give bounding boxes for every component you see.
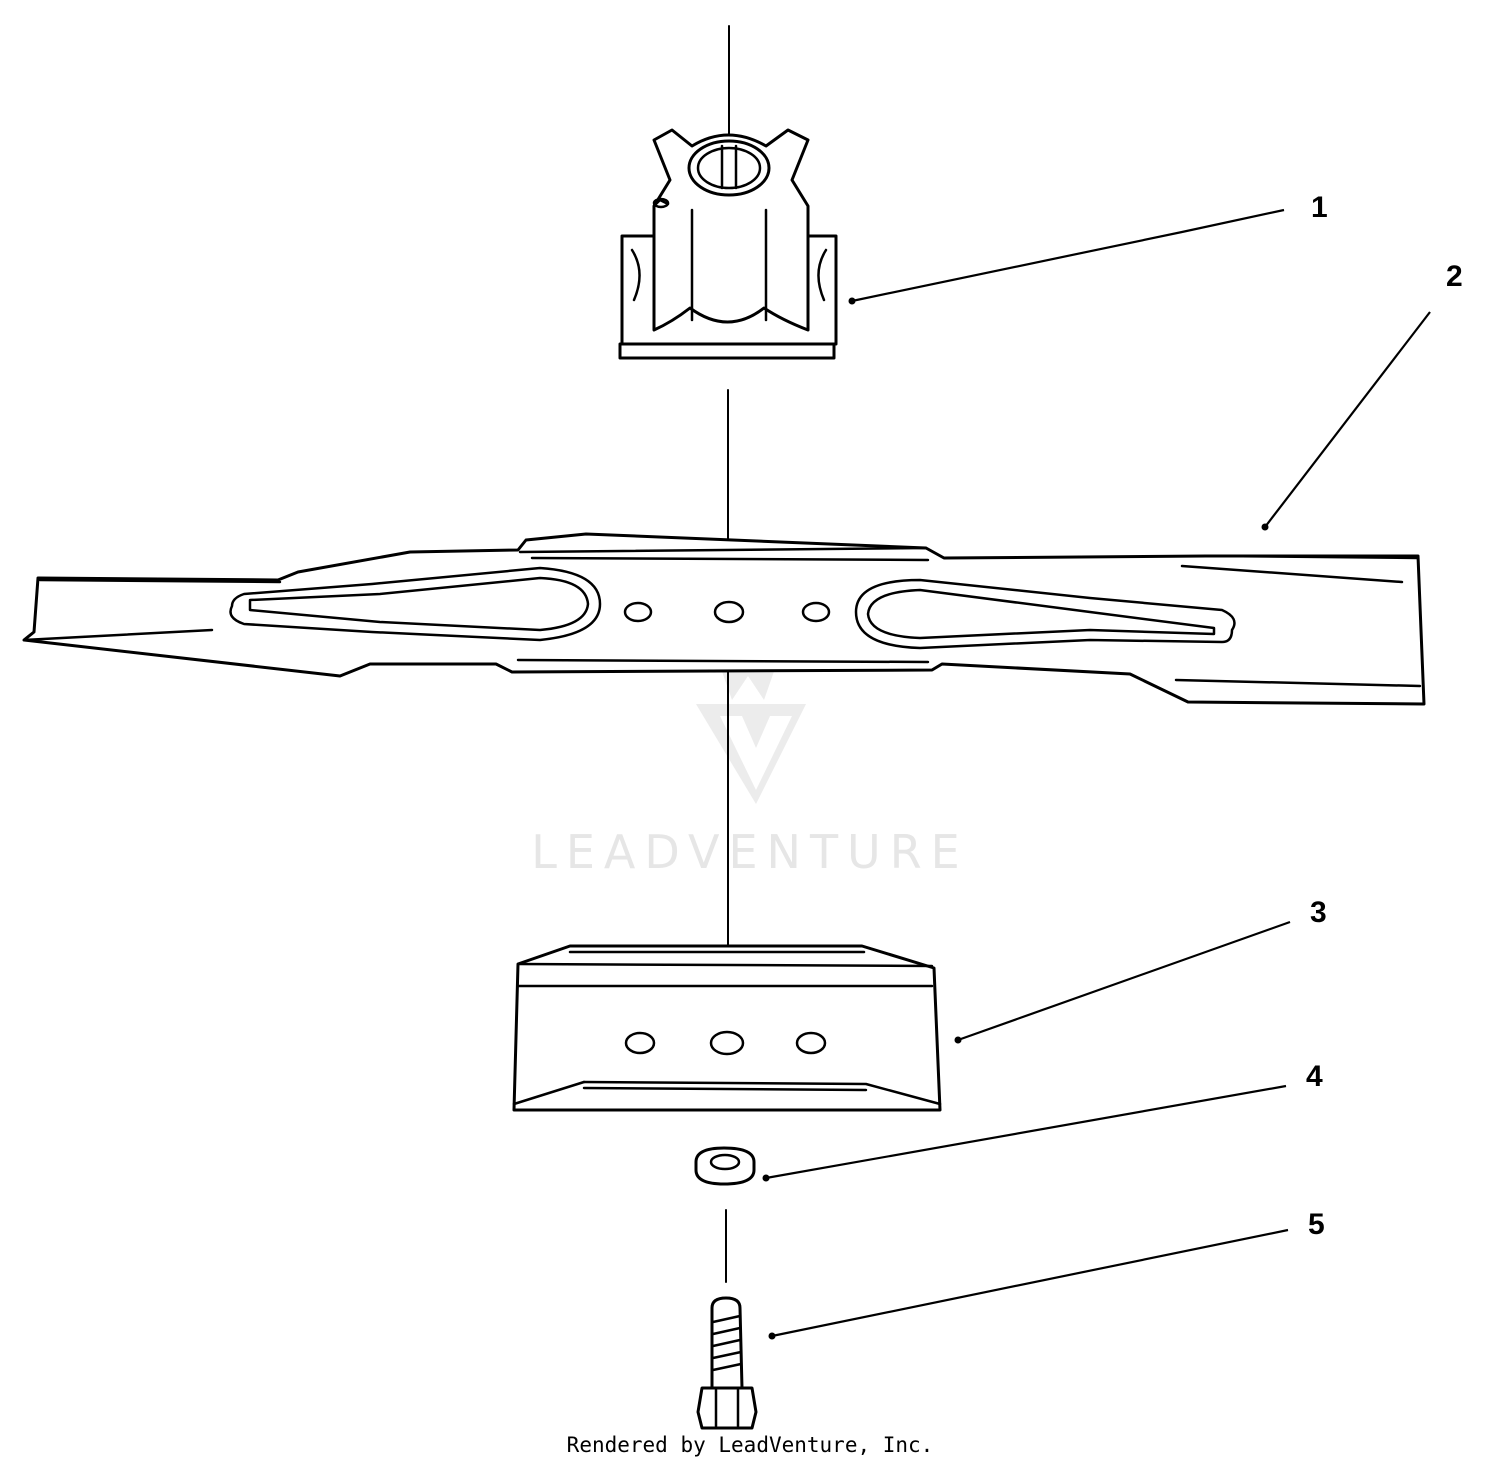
leader-3: [957, 920, 1291, 1042]
part-mower-blade: [22, 532, 1426, 706]
callout-2: 2: [1446, 260, 1463, 293]
callout-3: 3: [1310, 896, 1327, 929]
part-washer: [694, 1146, 756, 1186]
part-blade-adapter: [618, 128, 838, 360]
watermark: LEADVENTURE: [531, 622, 969, 879]
part-bolt: [696, 1296, 758, 1430]
credit-text: Rendered by LeadVenture, Inc.: [567, 1433, 934, 1457]
leader-5: [771, 1228, 1289, 1338]
leader-4: [765, 1084, 1287, 1180]
leaders: [762, 208, 1431, 1340]
callout-1: 1: [1311, 191, 1328, 224]
callout-labels: 1 2 3 4 5: [1306, 191, 1463, 1241]
leader-1: [851, 208, 1285, 303]
watermark-text: LEADVENTURE: [531, 825, 969, 879]
leader-2: [1264, 311, 1431, 528]
callout-5: 5: [1308, 1208, 1325, 1241]
part-stiffener-plate: [512, 944, 942, 1112]
callout-4: 4: [1306, 1060, 1323, 1093]
